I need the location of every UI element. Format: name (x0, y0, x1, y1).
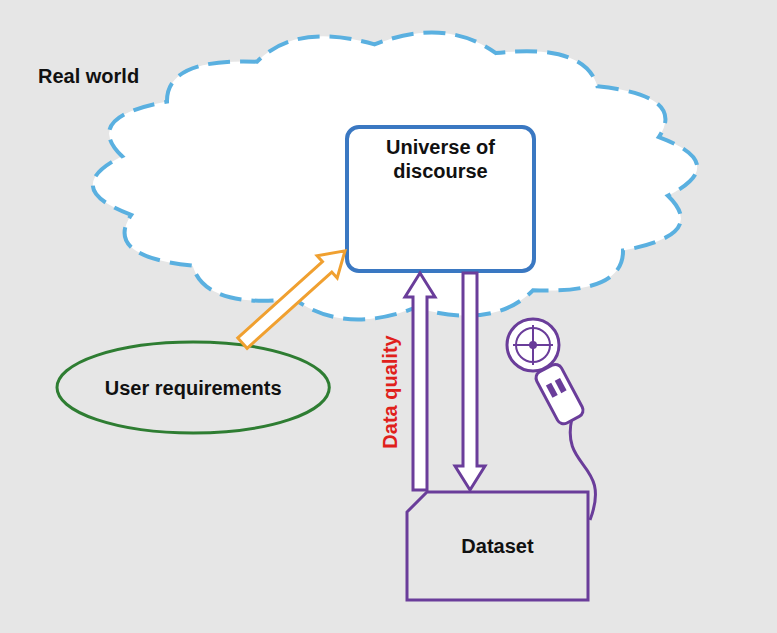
hollow-arrow (405, 273, 435, 490)
requirements-ellipse: User requirements (55, 340, 331, 435)
probe-handle (534, 362, 586, 426)
hollow-arrow (238, 251, 345, 348)
folder-label: Dataset (461, 534, 533, 558)
region-title: Real world (35, 64, 142, 88)
box-title: Universe of discourse (357, 135, 524, 183)
measuring-probe (507, 319, 595, 520)
probe-head (507, 319, 559, 371)
hollow-arrow (455, 273, 485, 490)
edge-label: Data quality (378, 332, 402, 451)
real-world-cloud: Real worldUniverse of discourse (95, 20, 695, 332)
ellipse-label: User requirements (105, 376, 282, 400)
universe-box: Universe of discourse (345, 125, 536, 273)
probe-cable (570, 418, 595, 520)
dataset-folder: Dataset (405, 490, 590, 602)
